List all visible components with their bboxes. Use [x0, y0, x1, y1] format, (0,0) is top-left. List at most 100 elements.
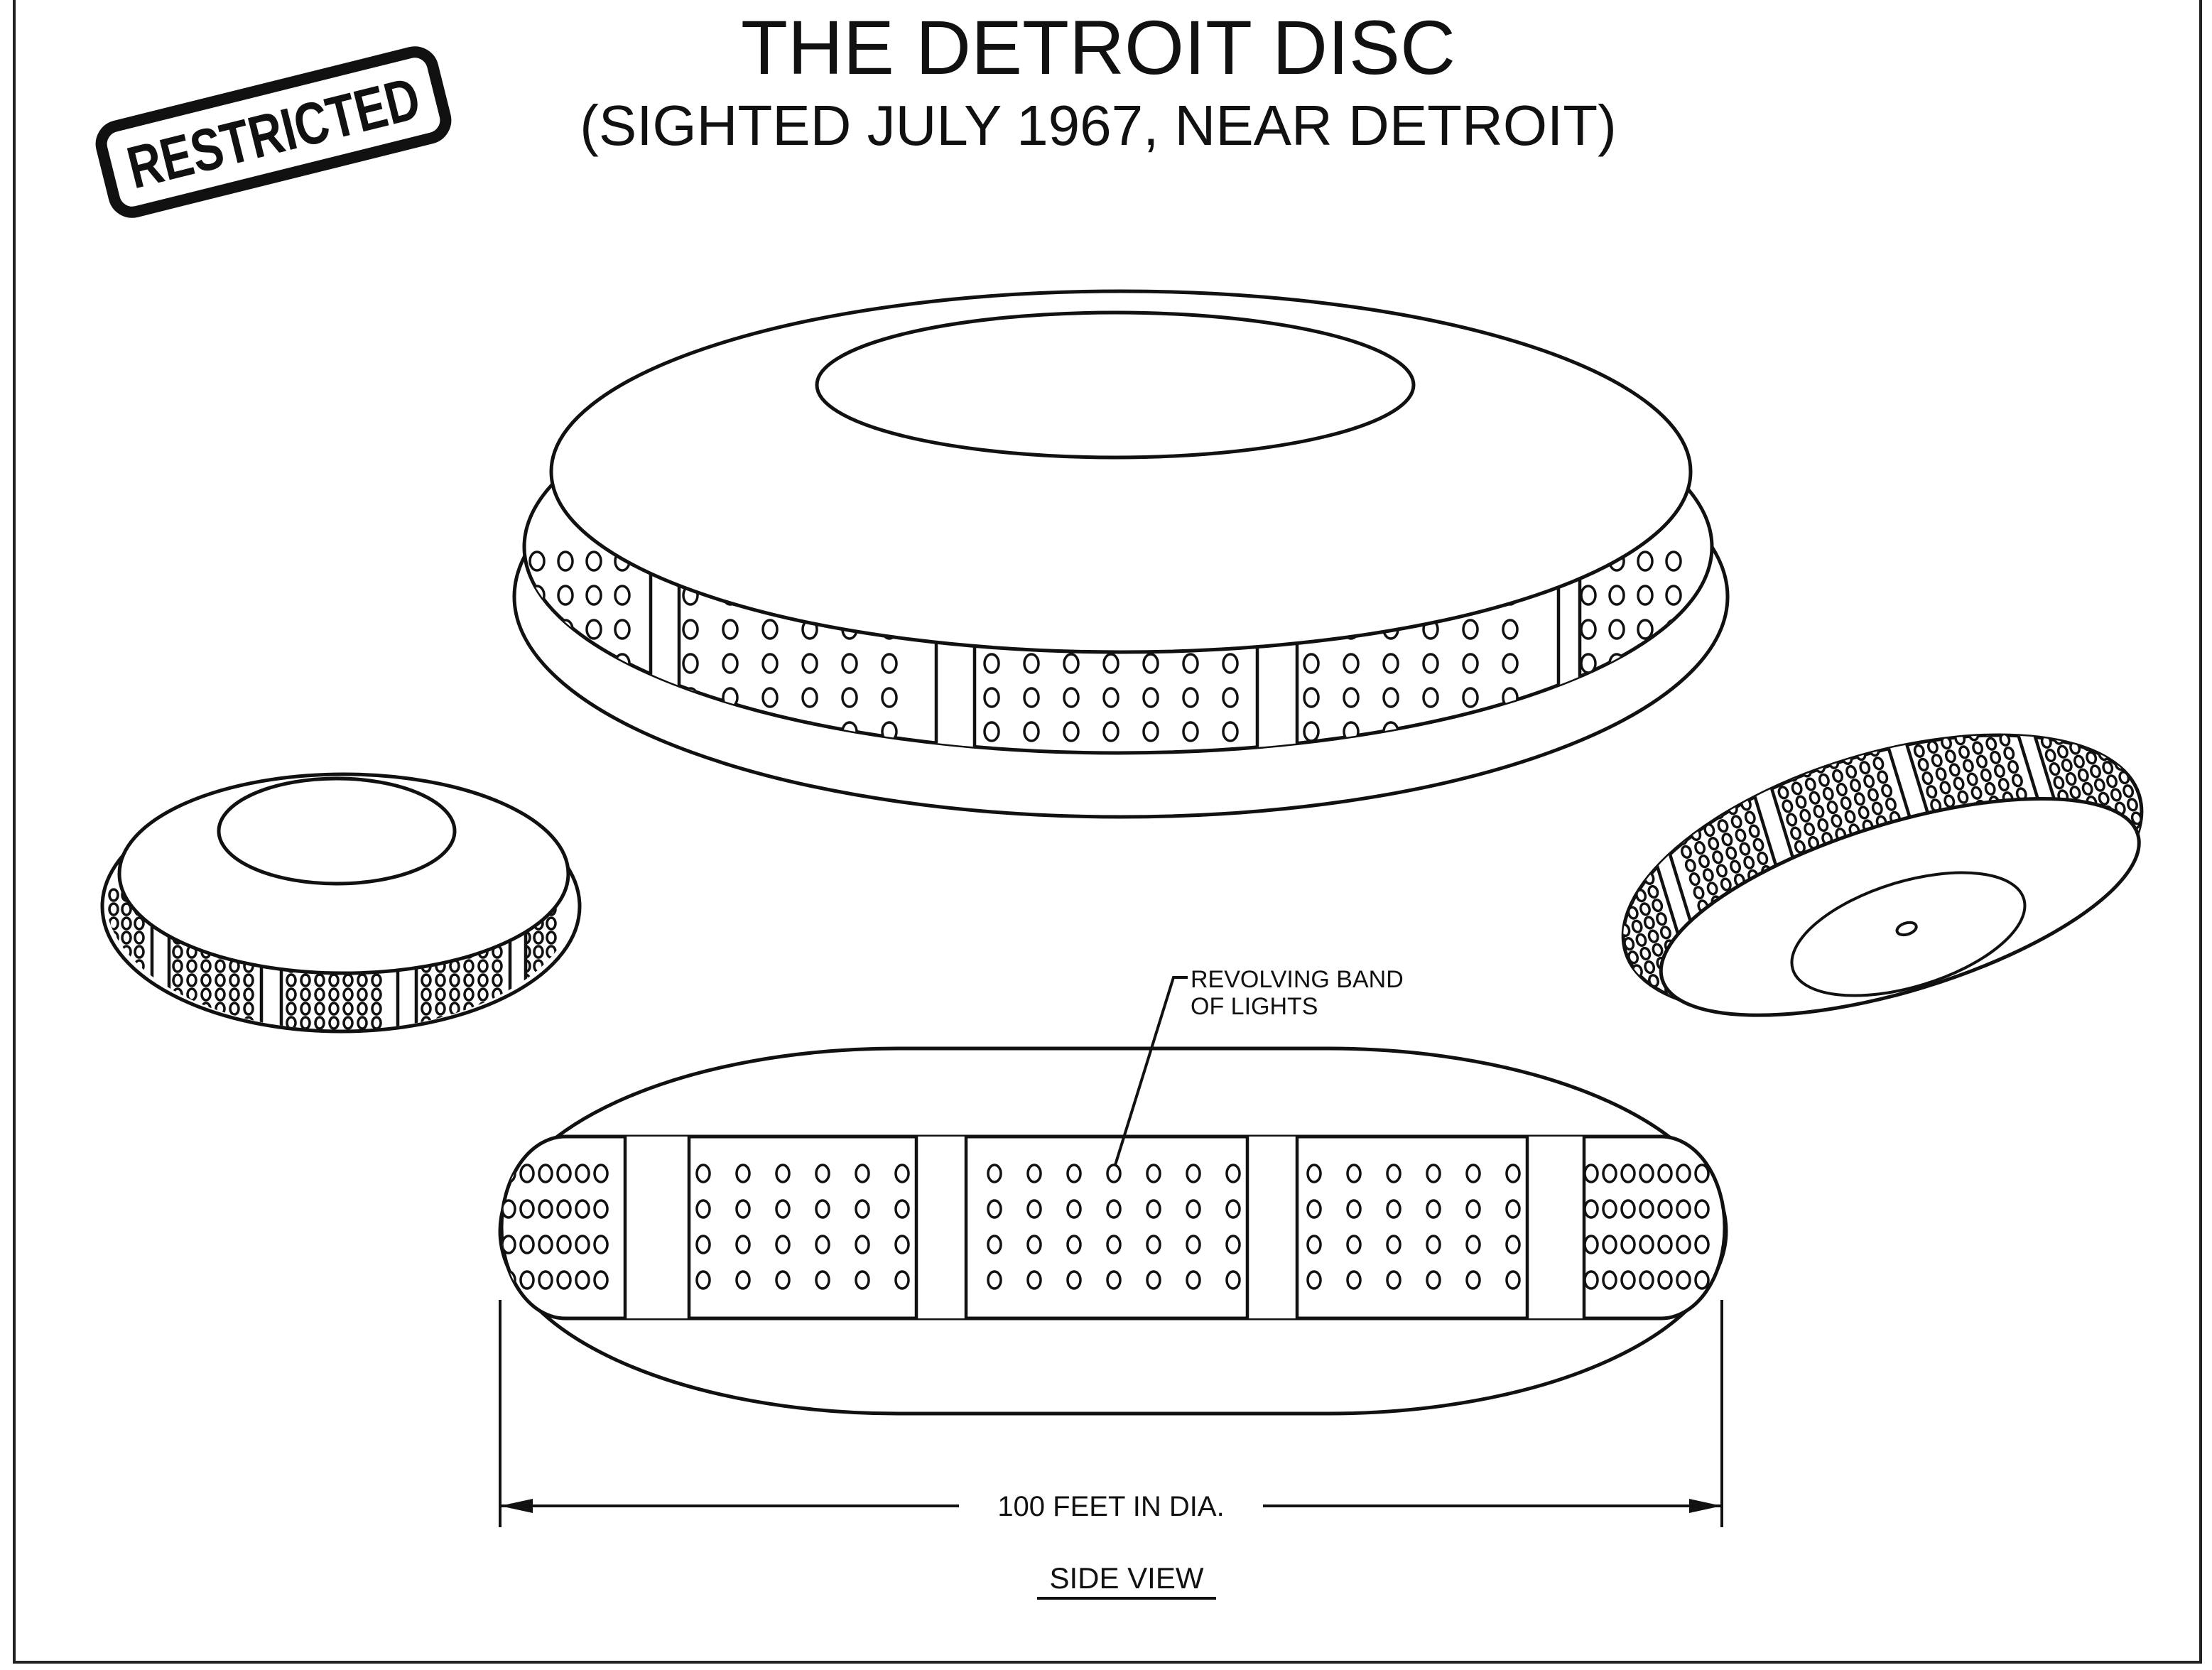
light-dot [1706, 882, 1718, 896]
light-dot [200, 1016, 212, 1030]
light-dot [215, 987, 226, 1002]
light-dot [1831, 814, 1843, 828]
light-dot [682, 619, 699, 640]
light-dot [1346, 1235, 1362, 1254]
light-dot [735, 1235, 751, 1254]
light-dot [1743, 855, 1755, 869]
light-dot [1699, 809, 1711, 824]
light-dot [1186, 1199, 1201, 1219]
light-dot [761, 687, 779, 708]
light-dot [1505, 1199, 1521, 1219]
light-dot [314, 987, 325, 1002]
light-dot [449, 973, 460, 987]
light-dot [1620, 1235, 1636, 1254]
light-dot [1186, 1235, 1201, 1254]
light-dot [2069, 786, 2081, 800]
light-dot [841, 653, 858, 674]
callout-line-1: REVOLVING BAND [1191, 966, 1404, 993]
light-dot [1306, 1164, 1322, 1183]
light-dot [108, 1016, 119, 1030]
light-dot [533, 945, 544, 959]
light-dot [1608, 619, 1625, 640]
light-dot [1694, 1164, 1710, 1183]
light-dot [983, 687, 1000, 708]
light-dot [1972, 741, 1984, 755]
light-dot [1809, 791, 1821, 805]
light-dot [1644, 960, 1656, 975]
light-dot [1627, 950, 1639, 965]
light-dot [477, 1016, 489, 1030]
light-dot [1703, 823, 1715, 837]
light-dot [371, 1002, 382, 1016]
light-dot [585, 585, 602, 606]
light-dot [1665, 551, 1682, 572]
light-dot [520, 1016, 531, 1030]
light-dot [342, 1002, 354, 1016]
light-dot [1931, 753, 1943, 768]
light-dot [1702, 868, 1714, 882]
light-dot [983, 653, 1000, 674]
light-dot [1026, 1235, 1042, 1254]
light-dot [546, 916, 557, 931]
light-dot [1976, 754, 1988, 769]
light-dot [1871, 801, 1883, 815]
light-dot [108, 902, 119, 916]
light-dot [556, 1235, 572, 1254]
light-dot [492, 1002, 503, 1016]
light-dot [983, 721, 1000, 742]
light-dot [1146, 1199, 1161, 1219]
light-dot [695, 1270, 711, 1290]
light-dot [1953, 776, 1965, 791]
light-dot [1583, 1235, 1599, 1254]
light-dot [342, 973, 354, 987]
light-dot [1426, 1270, 1441, 1290]
light-dot [1659, 926, 1671, 940]
light-dot [1186, 1164, 1201, 1183]
left-disc-view [100, 772, 582, 1034]
light-dot [1225, 1270, 1241, 1290]
light-dot [1583, 1270, 1599, 1290]
light-dot [575, 1199, 590, 1219]
light-dot [1583, 1199, 1599, 1219]
light-dot [1631, 830, 1642, 845]
light-dot [1426, 1235, 1441, 1254]
light-dot [2037, 721, 2048, 735]
light-dot [1725, 846, 1737, 860]
light-dot [1804, 777, 1816, 791]
light-dot [1877, 770, 1889, 784]
light-dot [1627, 861, 1639, 876]
light-dot [1603, 869, 1614, 883]
light-dot [121, 987, 132, 1002]
light-dot [1832, 769, 1843, 784]
light-dot [314, 973, 325, 987]
light-dot [801, 653, 818, 674]
light-dot [328, 987, 340, 1002]
light-dot [1382, 653, 1399, 674]
light-dot [2086, 751, 2098, 765]
band-divider [1525, 1137, 1586, 1318]
light-dot [1026, 1270, 1042, 1290]
light-dot [1066, 1199, 1082, 1219]
light-dot [894, 1270, 910, 1290]
light-dot [2040, 690, 2052, 705]
light-dot [1639, 946, 1652, 961]
light-dot [1985, 737, 1997, 751]
light-dot [1619, 879, 1631, 893]
light-dot [1146, 1164, 1161, 1183]
light-dot [855, 1235, 870, 1254]
light-dot [2102, 761, 2114, 775]
light-dot [1602, 1199, 1617, 1219]
light-dot [1777, 786, 1789, 800]
light-dot [1995, 719, 2007, 733]
light-dot [1935, 767, 1947, 781]
light-dot [1606, 882, 1618, 896]
light-dot [575, 1270, 590, 1290]
band-divider [623, 1137, 691, 1318]
light-dot [761, 653, 779, 674]
light-dot [1608, 585, 1625, 606]
light-dot [1580, 653, 1597, 674]
light-dot [1627, 906, 1639, 920]
light-dot [1225, 1235, 1241, 1254]
light-dot [1708, 791, 1720, 806]
light-dot [533, 1016, 544, 1030]
